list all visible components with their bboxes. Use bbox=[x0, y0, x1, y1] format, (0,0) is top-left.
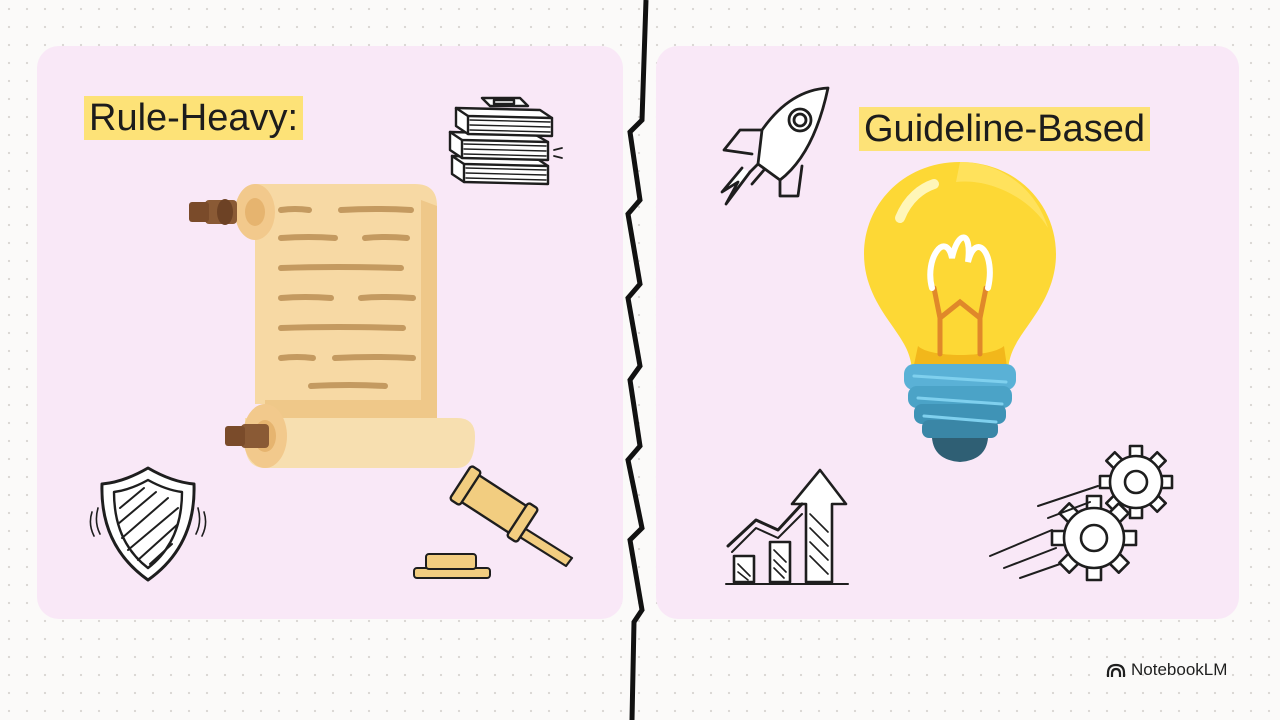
notebooklm-branding: NotebookLM bbox=[1106, 660, 1227, 680]
gears-icon bbox=[989, 444, 1174, 582]
stacked-books-icon bbox=[448, 96, 563, 186]
gavel-icon bbox=[413, 465, 574, 579]
shield-icon bbox=[89, 466, 207, 582]
scroll-icon bbox=[189, 184, 475, 468]
rocket-icon bbox=[720, 86, 830, 206]
notebooklm-logo-icon bbox=[1106, 663, 1126, 677]
jagged-divider bbox=[625, 0, 649, 720]
brand-label: NotebookLM bbox=[1131, 660, 1228, 679]
lightbulb-icon bbox=[864, 162, 1056, 462]
guideline-based-heading: Guideline-Based bbox=[859, 107, 1150, 151]
rule-heavy-heading: Rule-Heavy: bbox=[84, 96, 304, 140]
growth-chart-icon bbox=[725, 468, 849, 585]
